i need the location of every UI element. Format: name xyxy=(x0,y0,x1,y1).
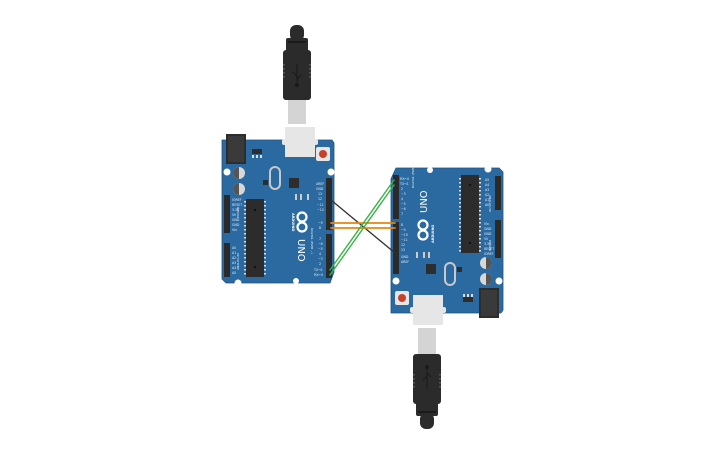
digital-header-high[interactable] xyxy=(393,222,399,274)
pin-label: ~3 xyxy=(318,257,323,261)
arduino-board-1[interactable]: AREF GND 13 12 ~11 ~10 ~9 8 7 ~6 ~5 4 ~3… xyxy=(221,127,335,287)
pin-label: 4 xyxy=(401,197,403,201)
arduino-board-2[interactable]: RX←0 TX→1 2 ~3 4 ~5 ~6 7 8 ~9 ~10 ~11 12… xyxy=(390,162,504,325)
usb-metal-connector xyxy=(418,328,436,356)
power-header[interactable] xyxy=(224,195,230,233)
arduino-logo-icon xyxy=(417,219,429,241)
digital-header-high[interactable] xyxy=(326,178,332,230)
pin-label: ~6 xyxy=(318,242,323,246)
pin-label: 3.3V xyxy=(484,242,492,246)
digital-header-low[interactable] xyxy=(326,234,332,278)
pin-label: A5 xyxy=(485,178,489,182)
pin-label: A2 xyxy=(232,256,236,260)
pin-label: RX←0 xyxy=(400,177,409,181)
usb-metal-connector xyxy=(288,98,306,124)
power-label: POWER xyxy=(236,207,240,218)
pin-label: A0 xyxy=(485,203,489,207)
pin-label: 13 xyxy=(401,248,405,252)
pin-label: 7 xyxy=(401,212,403,216)
pin-label: Vin xyxy=(232,228,237,232)
usb-cable-1[interactable] xyxy=(283,25,311,124)
pin-label: 8 xyxy=(319,226,321,230)
pin-label: A1 xyxy=(232,251,236,255)
digital-label: DIGITAL (PWM ~) xyxy=(310,228,314,254)
pin-label: 2 xyxy=(319,262,321,266)
pin-label: 5V xyxy=(484,237,489,241)
model-label: UNO xyxy=(295,239,306,262)
pin-label: GND xyxy=(316,187,324,191)
pin-label: TX→1 xyxy=(313,268,323,272)
pin-label: ~10 xyxy=(401,233,408,237)
pin-label: GND xyxy=(401,255,409,259)
pin-label: 5V xyxy=(232,213,237,217)
pin-label: A3 xyxy=(485,188,489,192)
usb-symbol-icon xyxy=(292,64,302,87)
pin-label: 3.3V xyxy=(232,208,240,212)
pin-label: IOREF xyxy=(484,252,494,256)
brand-label: ARDUINO xyxy=(431,225,435,243)
wires xyxy=(329,179,396,276)
digital-header-low[interactable] xyxy=(393,175,399,219)
pin-label: ~3 xyxy=(401,192,406,196)
pin-label: RESET xyxy=(484,247,494,251)
pin-label: IOREF xyxy=(232,198,242,202)
arduino-logo-icon xyxy=(296,211,308,233)
pin-label: A3 xyxy=(232,261,236,265)
wire-green-rx[interactable] xyxy=(329,184,395,276)
pin-label: 7 xyxy=(319,237,321,241)
model-label: UNO xyxy=(419,190,430,213)
pin-label: Vin xyxy=(484,222,489,226)
digital-label: DIGITAL (PWM ~) xyxy=(411,162,415,188)
pin-label: GND xyxy=(484,232,492,236)
atmega-chip xyxy=(461,175,479,253)
pin-label: 12 xyxy=(401,243,405,247)
usb-symbol-icon xyxy=(422,365,432,388)
pin-label: A4 xyxy=(232,266,236,270)
atmega-chip xyxy=(246,199,264,277)
pin-label: AREF xyxy=(401,260,409,264)
pin-label: RX←0 xyxy=(314,273,323,277)
pin-label: 8 xyxy=(401,223,403,227)
pin-label: A5 xyxy=(232,271,236,275)
brand-label: ARDUINO xyxy=(291,213,295,231)
pin-label: ~9 xyxy=(401,228,406,232)
wire-green-tx[interactable] xyxy=(329,179,395,271)
usb-socket xyxy=(285,127,315,157)
pin-label: ~6 xyxy=(401,207,406,211)
power-header[interactable] xyxy=(495,220,501,258)
pin-label: ~9 xyxy=(318,221,323,225)
analog-header[interactable] xyxy=(495,176,501,210)
pin-label: A0 xyxy=(232,246,236,250)
pin-label: ~5 xyxy=(401,202,406,206)
pin-label: A1 xyxy=(485,198,489,202)
pin-label: 4 xyxy=(319,252,321,256)
pin-label: GND xyxy=(484,227,492,231)
analog-header[interactable] xyxy=(224,243,230,277)
wire-gnd-black[interactable] xyxy=(330,199,396,254)
analog-label: ANALOG IN xyxy=(488,195,492,212)
pin-label: ~11 xyxy=(317,203,324,207)
pin-label: 12 xyxy=(318,197,322,201)
pin-label: GND xyxy=(232,218,240,222)
pin-label: ~10 xyxy=(317,208,324,212)
analog-label: ANALOG IN xyxy=(236,253,240,270)
pin-label: GND xyxy=(232,223,240,227)
pin-label: A4 xyxy=(485,183,489,187)
pin-label: TX→1 xyxy=(399,182,409,186)
pin-label: A2 xyxy=(485,193,489,197)
pin-label: 13 xyxy=(318,192,322,196)
pin-label: ~11 xyxy=(401,238,408,242)
pin-label: ~5 xyxy=(318,247,323,251)
power-label: POWER xyxy=(488,240,492,251)
usb-cable-2[interactable] xyxy=(413,328,441,429)
pin-label: RESET xyxy=(232,203,242,207)
pin-label: 2 xyxy=(401,187,403,191)
pin-label: AREF xyxy=(316,182,324,186)
usb-socket xyxy=(413,295,443,325)
